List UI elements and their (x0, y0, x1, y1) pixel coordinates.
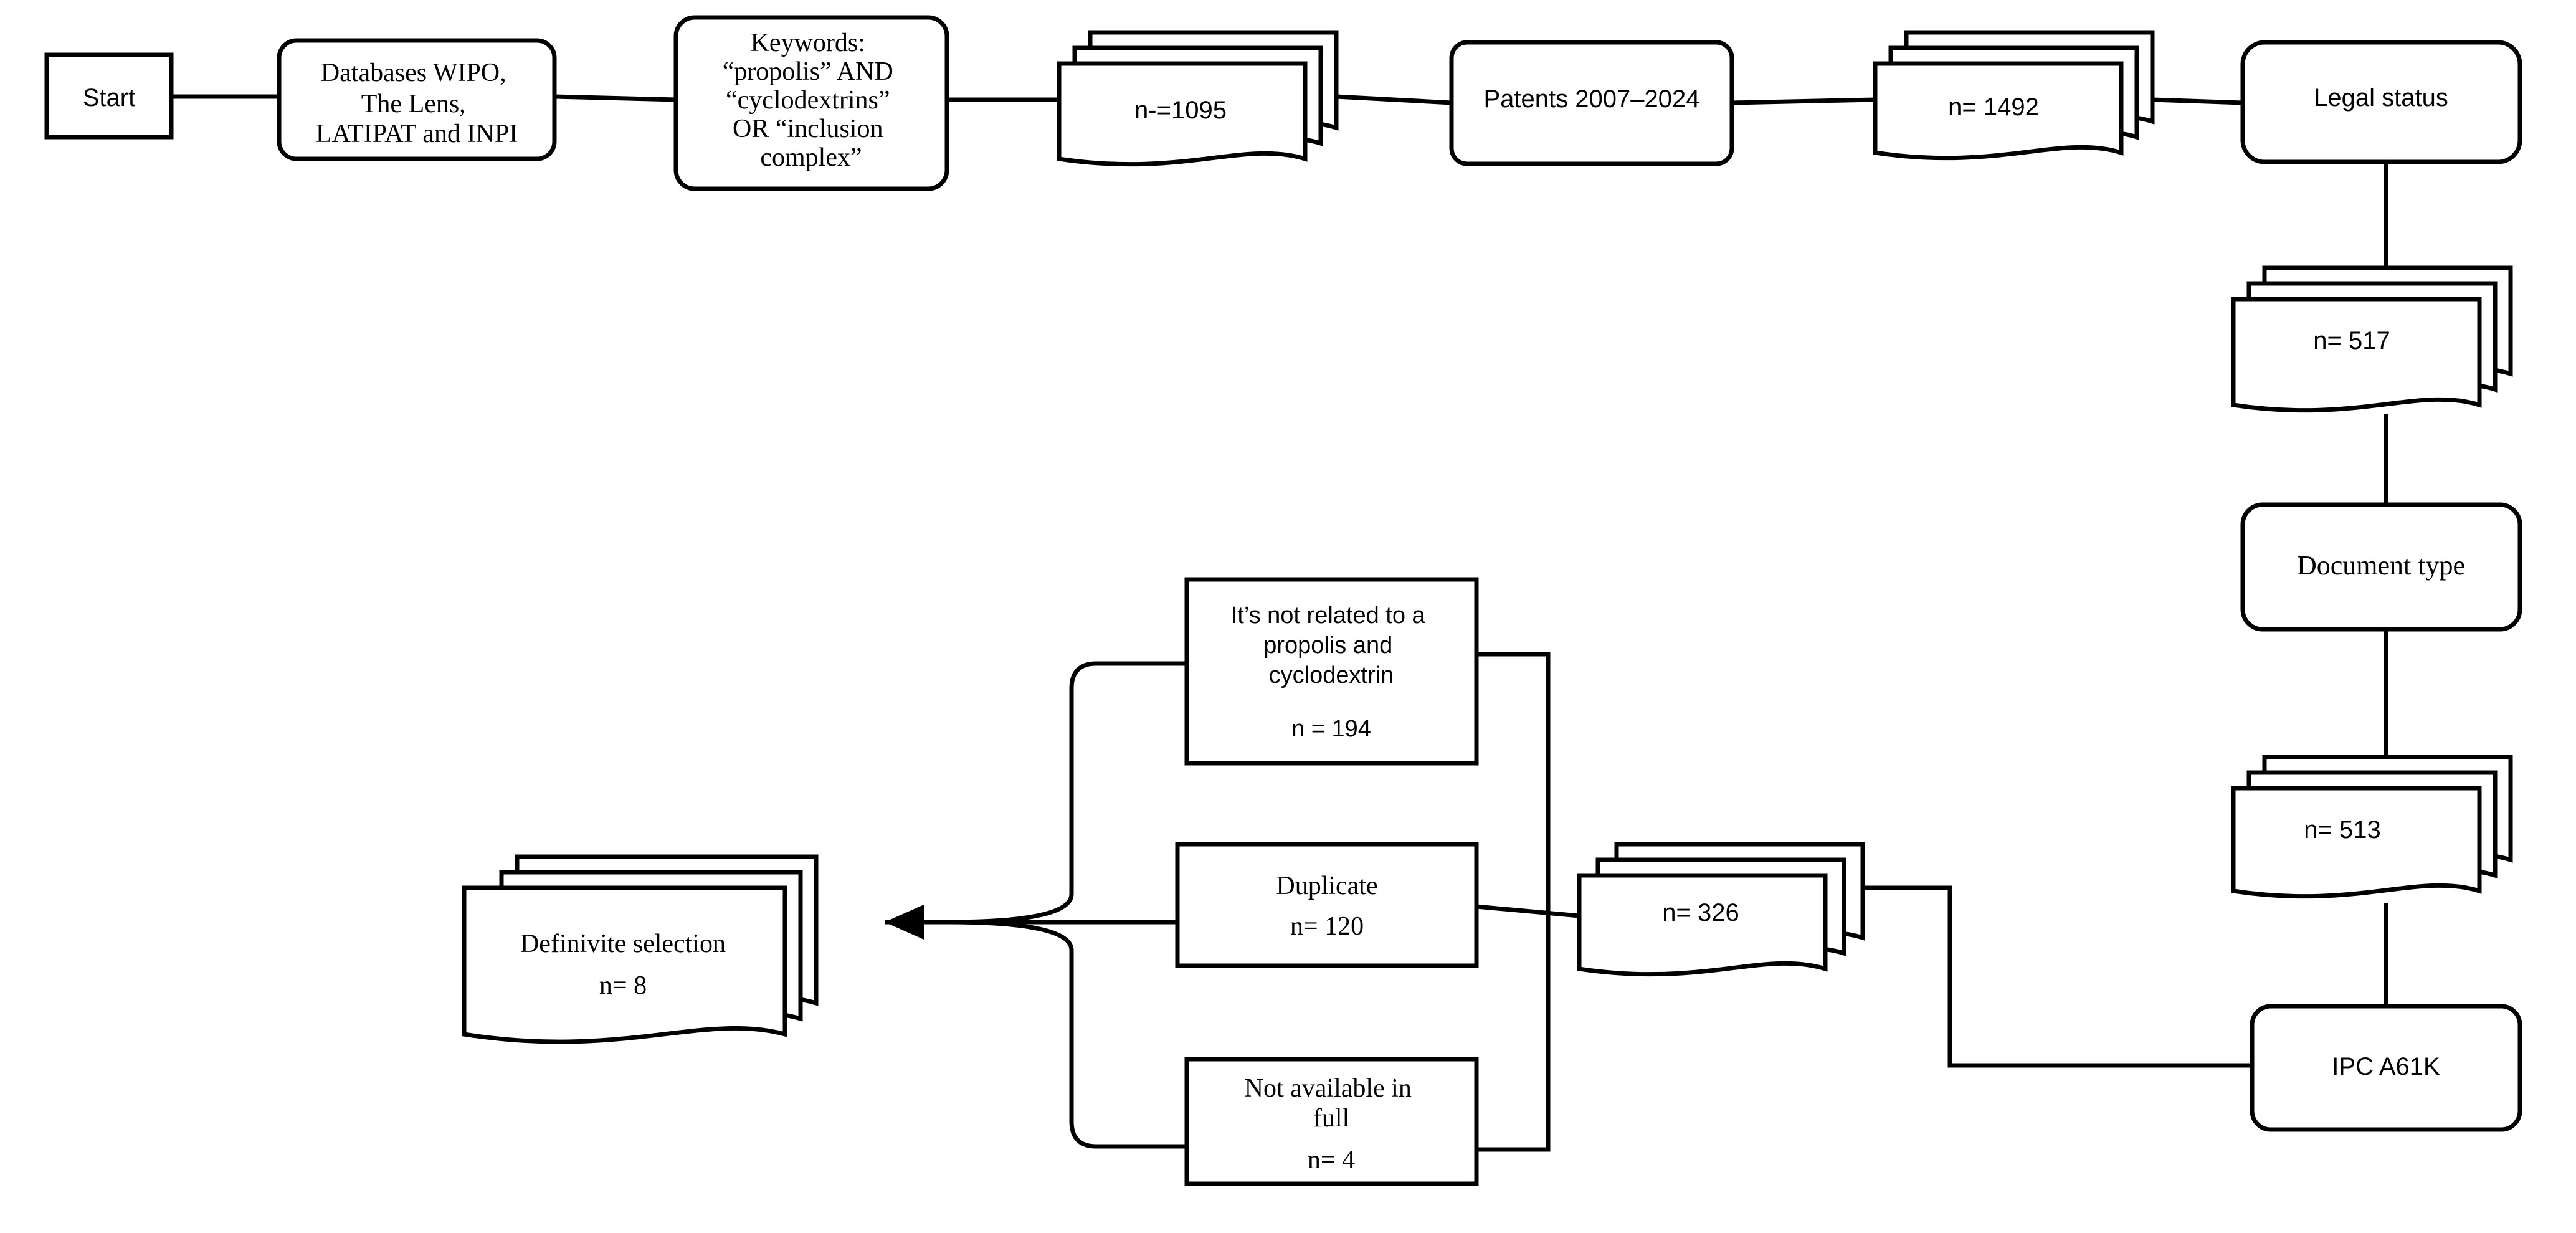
patents-label: Patents 2007–2024 (1484, 85, 1700, 113)
databases-line-1: Databases WIPO, (321, 59, 506, 87)
definitive-label: Definivite selection (520, 930, 726, 958)
not-related-line-3: cyclodextrin (1269, 662, 1394, 688)
not-available-line-2: full (1313, 1104, 1349, 1133)
count-1492-label: n= 1492 (1948, 93, 2039, 121)
connector-1492-legal (2152, 97, 2243, 105)
databases-label: Databases WIPO, The Lens, LATIPAT and IN… (316, 59, 518, 148)
document-stack-1492: n= 1492 (1873, 30, 2155, 161)
connector-patents-1492 (1731, 97, 1876, 105)
count-1095-label: n-=1095 (1134, 97, 1227, 124)
legal-status-label: Legal status (2314, 84, 2448, 112)
databases-node: Databases WIPO, The Lens, LATIPAT and IN… (277, 38, 557, 161)
duplicate-node: Duplicate n= 120 (1175, 842, 1479, 968)
not-available-line-1: Not available in (1245, 1074, 1412, 1103)
count-513-label: n= 513 (2304, 816, 2380, 844)
keywords-line-5: complex” (760, 143, 862, 172)
document-stack-1095: n-=1095 (1057, 30, 1339, 167)
keywords-label: Keywords: “propolis” AND “cyclodextrins”… (723, 29, 900, 172)
keywords-line-1: Keywords: (751, 29, 865, 57)
keywords-line-2: “propolis” AND (723, 57, 893, 86)
keywords-node: Keywords: “propolis” AND “cyclodextrins”… (673, 15, 949, 191)
connector-bracket-right (1476, 652, 1551, 1152)
count-326-label: n= 326 (1662, 899, 1739, 926)
not-related-line-2: propolis and (1263, 632, 1392, 659)
start-node: Start (44, 52, 174, 140)
duplicate-label: Duplicate (1276, 872, 1377, 900)
definitive-count: n= 8 (599, 971, 647, 1000)
connector-ipc-326 (1863, 885, 2252, 1068)
patents-node: Patents 2007–2024 (1449, 40, 1734, 166)
legal-status-node: Legal status (2240, 40, 2522, 164)
connector-326-duplicate (1476, 904, 1580, 918)
document-type-node: Document type (2240, 502, 2522, 632)
ipc-node: IPC A61K (2250, 1004, 2522, 1132)
start-label: Start (83, 84, 135, 112)
brace-left (946, 661, 1187, 1149)
count-517-label: n= 517 (2313, 327, 2390, 355)
not-related-line-1: It’s not related to a (1231, 602, 1426, 629)
ipc-label: IPC A61K (2332, 1053, 2440, 1080)
not-related-count: n = 194 (1291, 716, 1371, 742)
not-available-node: Not available in full n= 4 (1184, 1057, 1479, 1186)
connector-databases-keywords (554, 94, 677, 102)
not-available-count: n= 4 (1308, 1146, 1355, 1174)
definitive-selection-stack: Definivite selection n= 8 (462, 854, 819, 1044)
keywords-line-3: “cyclodextrins” (726, 86, 890, 115)
connector-1095-patents (1336, 94, 1452, 105)
not-related-node: It’s not related to a propolis and cyclo… (1184, 577, 1479, 766)
document-type-label: Document type (2297, 550, 2465, 581)
connectors (171, 94, 2388, 1152)
document-stack-326: n= 326 (1577, 842, 1865, 977)
databases-line-3: LATIPAT and INPI (316, 120, 518, 148)
keywords-line-4: OR “inclusion (733, 115, 883, 143)
document-stack-513: n= 513 (2231, 755, 2513, 899)
not-available-label: Not available in full (1245, 1074, 1419, 1133)
document-stack-517: n= 517 (2231, 265, 2513, 413)
databases-line-2: The Lens, (361, 90, 466, 118)
not-related-label: It’s not related to a propolis and cyclo… (1231, 602, 1432, 688)
duplicate-count: n= 120 (1290, 912, 1364, 941)
